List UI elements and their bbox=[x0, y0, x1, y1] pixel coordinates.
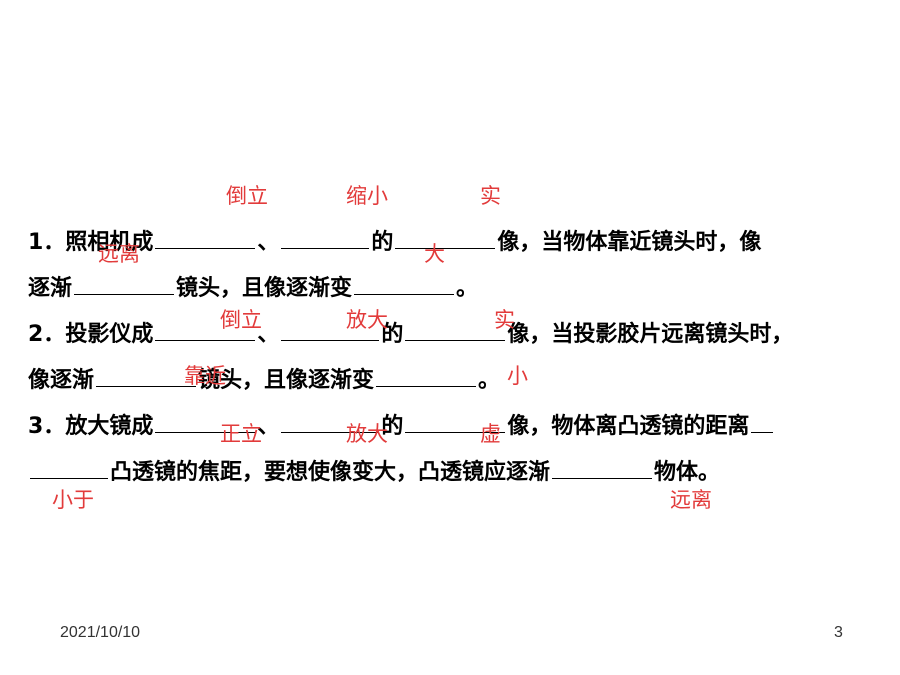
answer-text: 倒立 bbox=[226, 184, 268, 208]
question-number: 2． bbox=[28, 322, 66, 347]
blank bbox=[376, 366, 477, 387]
blank bbox=[155, 412, 256, 433]
question-2-line-1: 2．投影仪成、的像，当投影胶片远离镜头时， bbox=[28, 320, 794, 347]
blank bbox=[354, 274, 455, 295]
question-1-line-2: 逐渐镜头，且像逐渐变。 bbox=[28, 274, 479, 301]
blank bbox=[96, 366, 197, 387]
answer-text: 实 bbox=[480, 184, 501, 208]
blank bbox=[405, 412, 506, 433]
blank bbox=[552, 458, 653, 479]
footer-date: 2021/10/10 bbox=[60, 624, 141, 641]
answer-text: 放大 bbox=[346, 422, 388, 446]
answer-text: 缩小 bbox=[346, 184, 388, 208]
answer-text: 小 bbox=[507, 364, 528, 388]
question-3-line-1: 3．放大镜成、的像，物体离凸透镜的距离 bbox=[28, 408, 775, 440]
answer-text: 大 bbox=[424, 242, 445, 266]
answer-text: 实 bbox=[494, 308, 515, 332]
question-2-line-2: 像逐渐镜头，且像逐渐变。 bbox=[28, 366, 501, 393]
blank bbox=[405, 320, 506, 341]
answer-text: 倒立 bbox=[220, 308, 262, 332]
page-number: 3 bbox=[834, 624, 843, 641]
blank bbox=[30, 458, 108, 479]
blank bbox=[155, 228, 256, 249]
blank bbox=[281, 412, 380, 433]
answer-text: 靠近 bbox=[184, 364, 226, 388]
blank bbox=[751, 412, 774, 433]
answer-text: 远离 bbox=[670, 488, 712, 512]
question-number: 3． bbox=[28, 414, 66, 439]
blank bbox=[74, 274, 175, 295]
answer-text: 虚 bbox=[480, 422, 501, 446]
answer-text: 小于 bbox=[52, 488, 94, 512]
blank bbox=[281, 228, 370, 249]
blank bbox=[155, 320, 256, 341]
blank bbox=[281, 320, 380, 341]
blank bbox=[395, 228, 496, 249]
question-1-line-1: 1．照相机成、的像，当物体靠近镜头时，像 bbox=[28, 228, 762, 255]
answer-text: 远离 bbox=[98, 242, 140, 266]
question-number: 1． bbox=[28, 230, 66, 255]
answer-text: 放大 bbox=[346, 308, 388, 332]
question-3-line-2: 凸透镜的焦距，要想使像变大，凸透镜应逐渐物体。 bbox=[28, 454, 720, 486]
answer-text: 正立 bbox=[220, 422, 262, 446]
